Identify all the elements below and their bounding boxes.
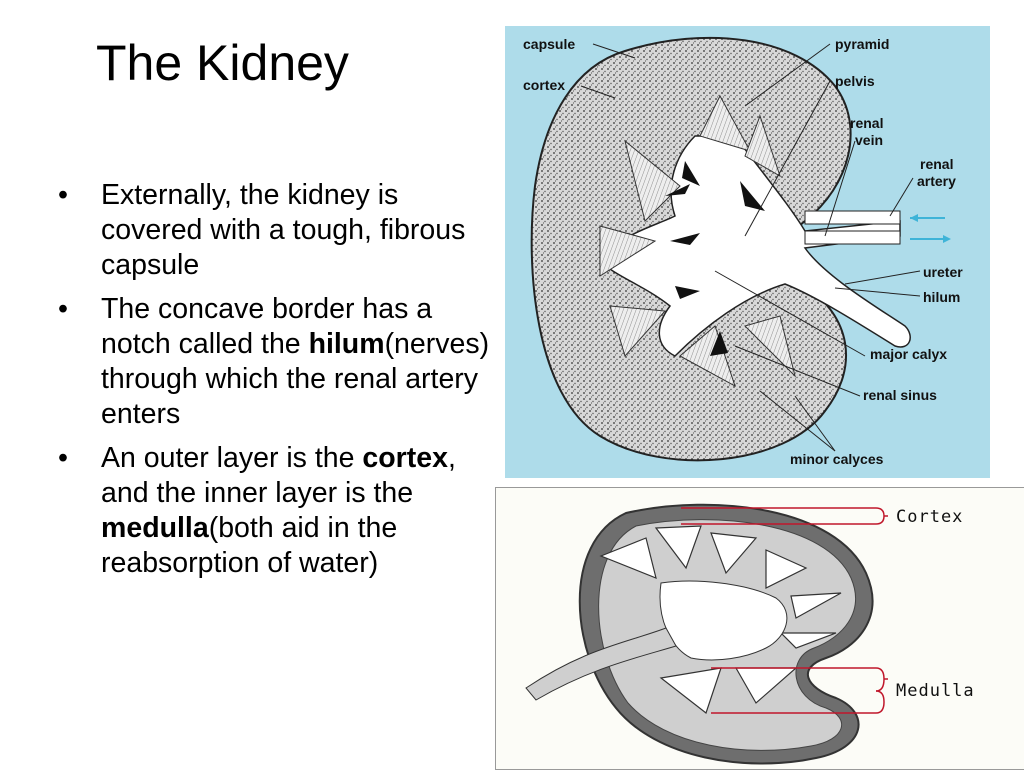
medulla-pyramid xyxy=(779,632,837,649)
ureter xyxy=(525,627,677,701)
bullet-text: An outer layer is the xyxy=(101,442,363,474)
pyramid xyxy=(599,225,657,277)
pyramid xyxy=(744,315,796,378)
renal-artery xyxy=(804,210,901,225)
medulla-pyramid xyxy=(710,532,758,575)
pyramid xyxy=(699,94,752,152)
label-capsule: capsule xyxy=(523,36,575,52)
bullet-dot: • xyxy=(58,179,68,211)
bullet-text: , and the inner layer is the xyxy=(101,442,456,509)
label-pyramid: pyramid xyxy=(835,36,889,52)
label-pelvis: pelvis xyxy=(835,73,875,89)
medulla-pyramid xyxy=(659,667,722,714)
kidney-layers-svg: Cortex Medulla xyxy=(525,503,975,765)
bullet-list: • Externally, the kidney is covered with… xyxy=(56,178,496,590)
bullet-text: (both aid in the reabsorption of water) xyxy=(101,512,398,579)
kidney-layers-diagram: Cortex Medulla xyxy=(495,487,1024,770)
pyramid xyxy=(609,305,667,358)
bullet-dot: • xyxy=(58,293,68,325)
bullet-item: • The concave border has a notch called … xyxy=(56,292,496,432)
label-minor-calyces: minor calyces xyxy=(790,451,884,467)
term-cortex: cortex xyxy=(362,442,448,474)
pyramid xyxy=(744,114,781,178)
label-renal-sinus: renal sinus xyxy=(863,387,937,403)
bullet-text: (nerves) through which the renal artery … xyxy=(101,328,490,430)
renal-vein xyxy=(804,230,901,245)
label-renal-artery-line2: artery xyxy=(917,173,956,189)
label-ureter: ureter xyxy=(923,264,963,280)
label-medulla: Medulla xyxy=(896,681,975,701)
label-cortex: cortex xyxy=(523,77,565,93)
kidney-anatomy-diagram: capsule cortex pyramid pelvis renal vein… xyxy=(505,26,990,478)
label-renal-vein-line1: renal xyxy=(850,115,883,131)
medulla-pyramid xyxy=(790,592,842,619)
label-renal-vein-line2: vein xyxy=(855,132,883,148)
label-major-calyx: major calyx xyxy=(870,346,947,362)
bullet-text: The concave border has a notch called th… xyxy=(101,293,433,360)
label-cortex: Cortex xyxy=(896,507,963,527)
slide-title: The Kidney xyxy=(96,35,349,91)
medulla-pyramid xyxy=(599,537,657,579)
bullet-item: • An outer layer is the cortex, and the … xyxy=(56,441,496,581)
medulla-pyramid xyxy=(765,549,808,589)
label-renal-artery-line1: renal xyxy=(920,156,953,172)
pyramid xyxy=(679,325,736,388)
medulla-pyramid xyxy=(654,525,702,570)
bullet-dot: • xyxy=(58,442,68,474)
bullet-item: • Externally, the kidney is covered with… xyxy=(56,178,496,283)
bullet-text: Externally, the kidney is covered with a… xyxy=(101,179,466,281)
term-hilum: hilum xyxy=(308,328,385,360)
pyramid xyxy=(624,139,681,222)
term-medulla: medulla xyxy=(101,512,209,544)
label-hilum: hilum xyxy=(923,289,960,305)
kidney-anatomy-svg: capsule cortex pyramid pelvis renal vein… xyxy=(523,36,963,467)
